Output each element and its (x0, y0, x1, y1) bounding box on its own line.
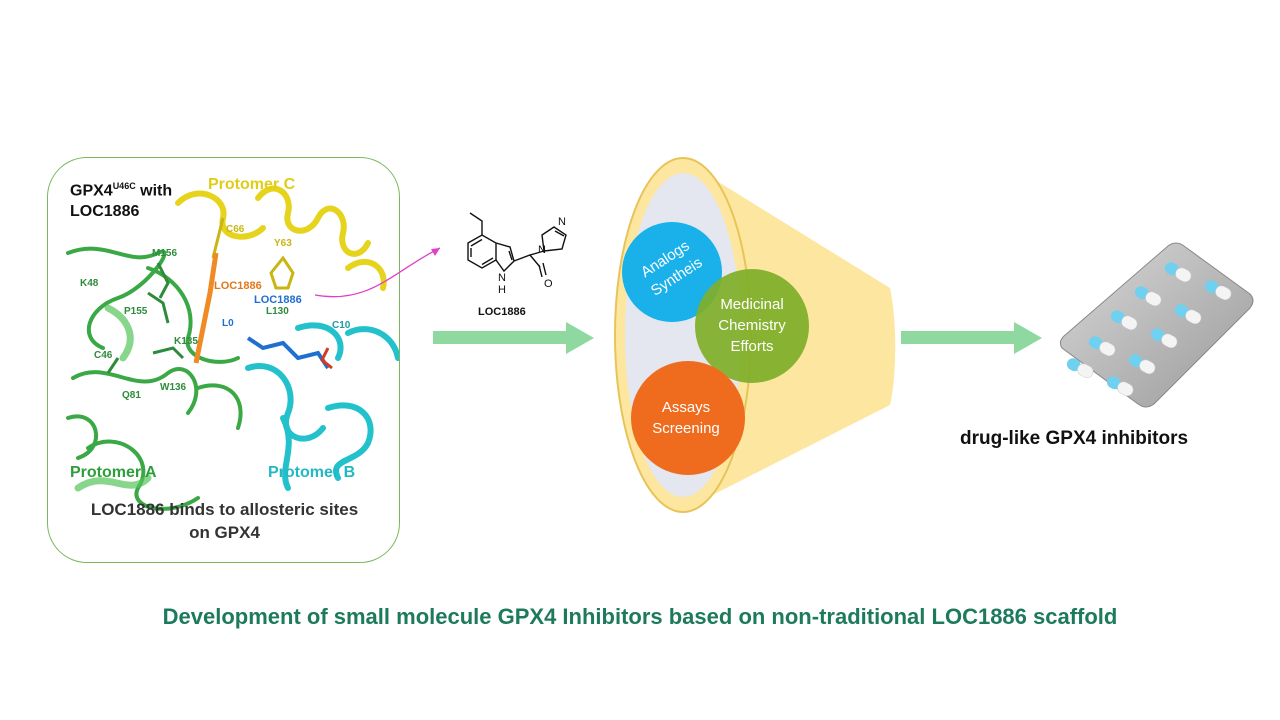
capsule-icon (1128, 354, 1156, 375)
residue-label: W136 (160, 382, 187, 393)
pill-pack-icon (1059, 242, 1254, 408)
structure-panel: GPX4U46C with LOC1886 Protomer C Protome… (47, 157, 400, 563)
pointer-arrow (314, 247, 441, 298)
flow-arrow-1 (433, 322, 594, 354)
capsule-icon (1204, 280, 1232, 301)
ligand-orange-label: LOC1886 (214, 280, 262, 292)
capsule-icon (1174, 304, 1202, 325)
assays-text: Assays Screening (652, 399, 720, 437)
analogs-circle (622, 222, 722, 322)
medchem-text: Medicinal Chemistry Efforts (718, 296, 786, 355)
residue-label: C66 (226, 224, 245, 235)
loc1886-structure-icon: N H O N N (467, 212, 567, 296)
capsule-icon (1088, 336, 1116, 357)
capsule-icon (1110, 310, 1138, 331)
residue-label: L0 (222, 318, 234, 329)
residue-label: C10 (332, 320, 351, 331)
atom-label-N-imidazole: N (538, 244, 546, 256)
protomer-c-label: Protomer C (208, 176, 296, 193)
molecule-name: LOC1886 (478, 306, 526, 318)
capsule-icon (1150, 328, 1178, 349)
residue-label: K48 (80, 278, 99, 289)
protein-structure-image (66, 185, 399, 511)
assays-circle (631, 361, 745, 475)
medchem-circle (695, 269, 809, 383)
flow-arrow-2 (901, 322, 1042, 354)
atom-label-N-top: N (558, 216, 566, 228)
protomer-b-ribbon (245, 322, 399, 491)
footer-title: Development of small molecule GPX4 Inhib… (162, 604, 1118, 629)
result-label: drug-like GPX4 inhibitors (960, 428, 1189, 449)
residue-label: Q81 (122, 390, 141, 401)
capsule-icon (1134, 286, 1162, 307)
atom-label-N: N (498, 272, 506, 284)
capsule-icon (1066, 358, 1094, 379)
atom-label-O-carbonyl: O (544, 278, 553, 290)
ligand-orange-sticks (193, 252, 219, 364)
funnel-graphic (614, 157, 896, 513)
capsule-icon (1164, 262, 1192, 283)
residue-label: Y63 (274, 238, 292, 249)
atom-label-H: H (498, 284, 506, 296)
ligand-blue-label: LOC1886 (254, 294, 302, 306)
panel-title: GPX4U46C with LOC1886 (70, 181, 173, 221)
protomer-a-label: Protomer A (70, 464, 157, 481)
residue-label: P155 (124, 306, 148, 317)
protomer-b-label: Protomer B (268, 464, 356, 481)
residue-label: K135 (174, 336, 198, 347)
protomer-a-ribbon (66, 246, 243, 511)
capsule-icon (1106, 376, 1134, 397)
ligand-blue-sticks (246, 336, 330, 370)
residue-label: C46 (94, 350, 113, 361)
panel-caption: LOC1886 binds to allosteric sites on GPX… (90, 500, 359, 542)
residue-label: L130 (266, 306, 289, 317)
residue-label: M156 (152, 248, 178, 259)
